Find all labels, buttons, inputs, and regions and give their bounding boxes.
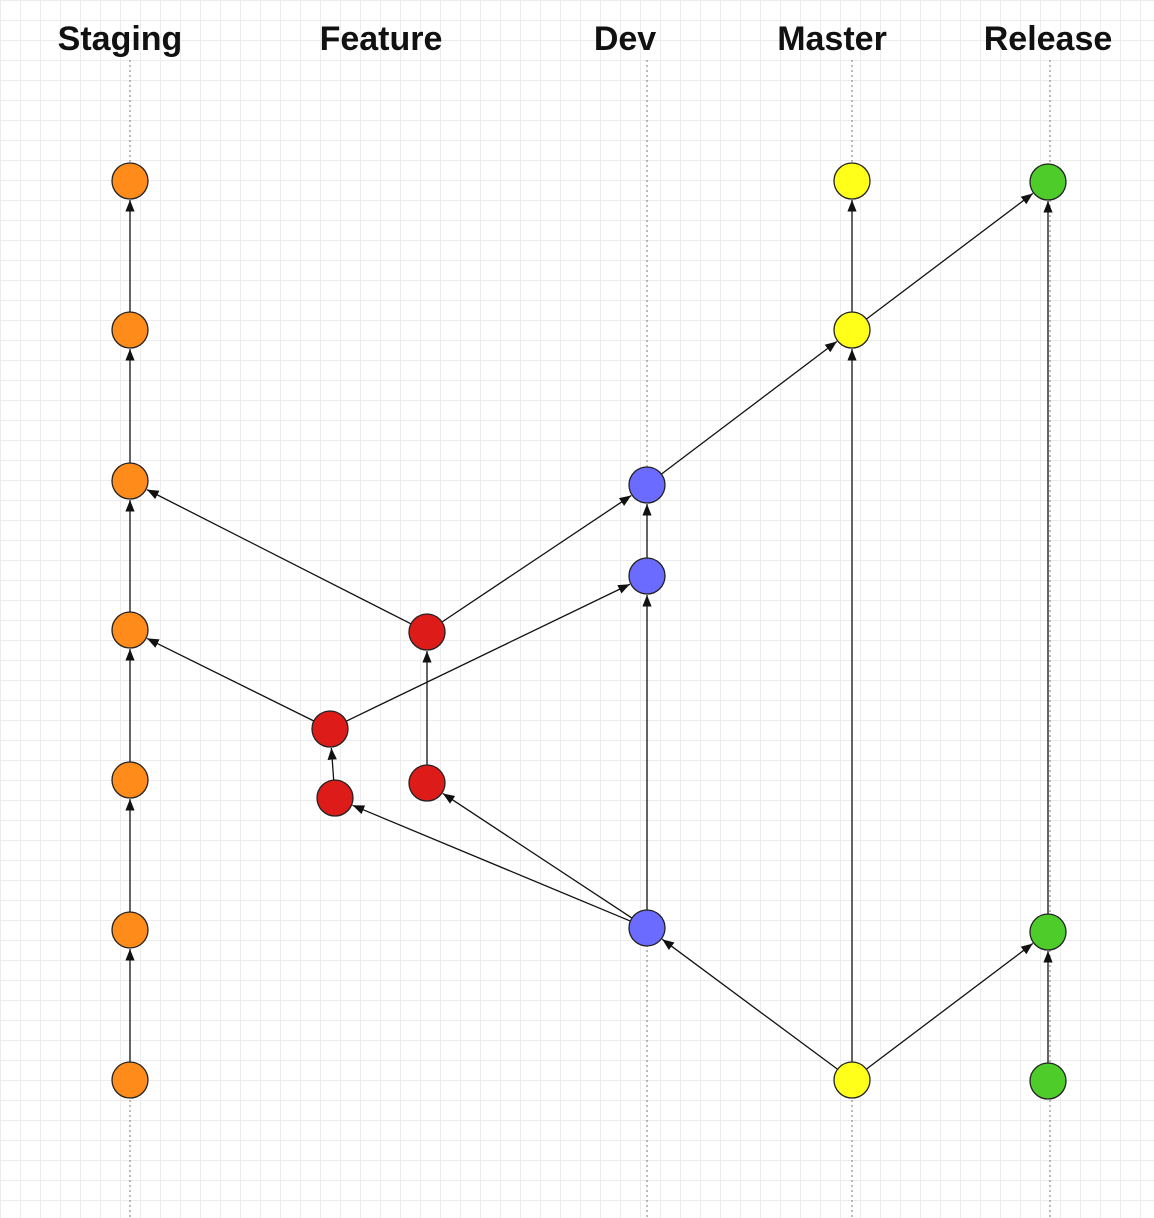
commit-node-staging-s7[interactable] <box>111 162 149 200</box>
lane-title-staging: Staging <box>57 20 183 58</box>
commit-node-feature-fb1[interactable] <box>408 764 446 802</box>
commit-node-dev-d3[interactable] <box>628 466 666 504</box>
commit-node-master-m2[interactable] <box>833 311 871 349</box>
lane-title-dev: Dev <box>593 20 657 58</box>
edge-d1-to-fb1 <box>442 792 633 919</box>
commit-node-staging-s3[interactable] <box>111 761 149 799</box>
commit-node-release-r3[interactable] <box>1029 163 1067 201</box>
commit-node-feature-fa1[interactable] <box>316 779 354 817</box>
commit-node-feature-fa2[interactable] <box>311 710 349 748</box>
lane-title-master: Master <box>777 20 887 58</box>
commit-node-staging-s4[interactable] <box>111 611 149 649</box>
edge-m1-to-d1 <box>661 938 838 1070</box>
edge-d3-to-m2 <box>660 340 838 475</box>
commit-node-dev-d1[interactable] <box>628 909 666 947</box>
commit-node-feature-fb2[interactable] <box>408 613 446 651</box>
lane-title-feature: Feature <box>319 20 443 58</box>
edge-m2-to-r3 <box>865 192 1034 320</box>
edge-m1-to-r2 <box>865 942 1034 1070</box>
edge-fa1-to-fa2 <box>327 747 337 781</box>
edge-d1-to-fa1 <box>352 804 631 922</box>
commit-node-staging-s1[interactable] <box>111 1061 149 1099</box>
commit-node-staging-s5[interactable] <box>111 462 149 500</box>
commit-node-master-m3[interactable] <box>833 162 871 200</box>
edge-fb2-to-d3 <box>441 495 632 623</box>
commit-node-staging-s2[interactable] <box>111 911 149 949</box>
edge-fa2-to-s4 <box>146 637 315 722</box>
edge-fb2-to-s5 <box>146 489 412 625</box>
lane-title-release: Release <box>983 20 1113 58</box>
commit-node-master-m1[interactable] <box>833 1061 871 1099</box>
commit-node-dev-d2[interactable] <box>628 557 666 595</box>
commit-node-staging-s6[interactable] <box>111 311 149 349</box>
commit-node-release-r2[interactable] <box>1029 913 1067 951</box>
edge-fa2-to-d2 <box>345 583 631 722</box>
commit-node-release-r1[interactable] <box>1029 1062 1067 1100</box>
